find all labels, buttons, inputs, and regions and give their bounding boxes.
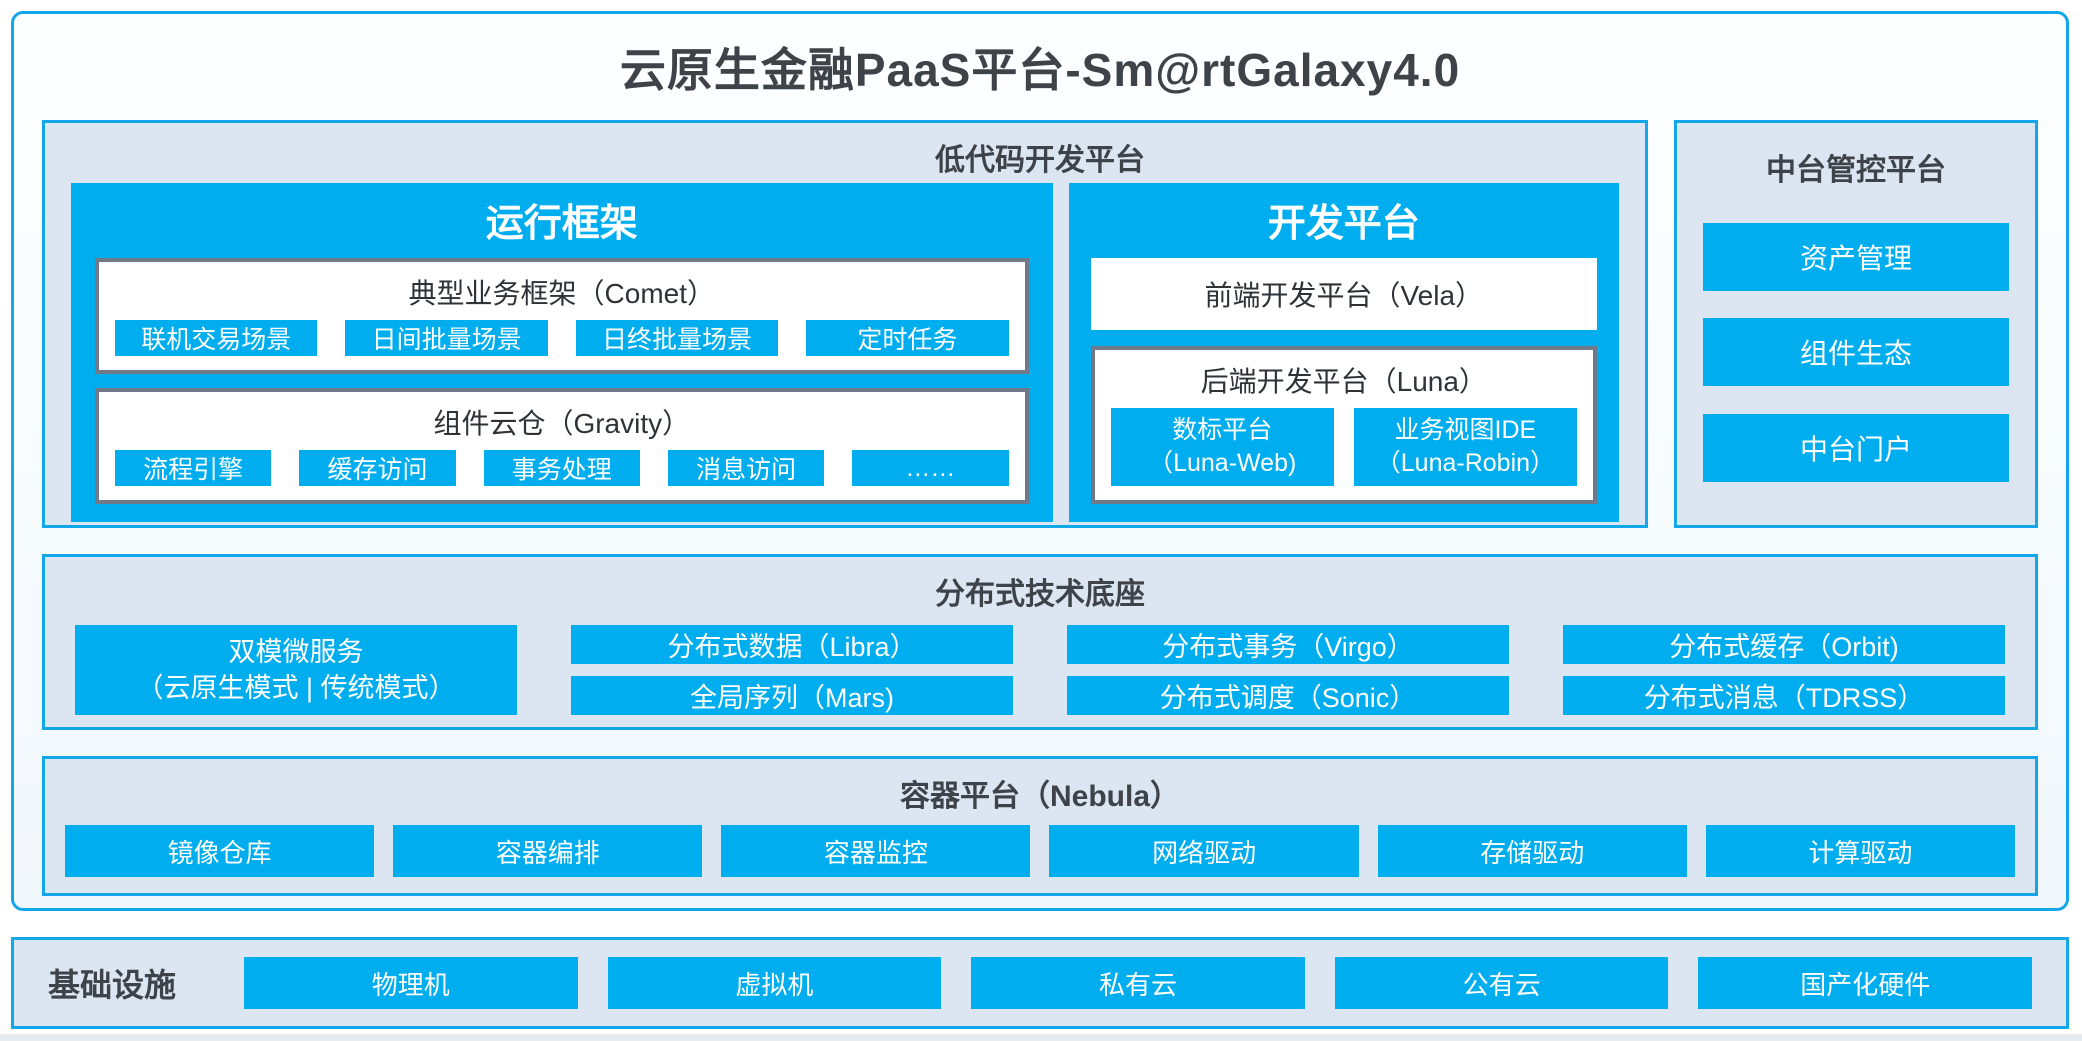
chip-network-driver: 网络驱动 [1049, 825, 1359, 877]
chip-container-orchestration: 容器编排 [393, 825, 703, 877]
low-code-platform-body: 运行框架 典型业务框架（Comet） 联机交易场景 日间批量场景 日终批量场景 … [45, 183, 1645, 544]
chip-container-monitoring: 容器监控 [721, 825, 1031, 877]
chip-luna-robin-business-view-ide: 业务视图IDE （Luna-Robin） [1353, 408, 1577, 486]
chip-virtual-machine: 虚拟机 [607, 957, 942, 1009]
luna-backend-platform-box: 后端开发平台（Luna） 数标平台 （Luna-Web) 业务视图IDE （Lu… [1090, 346, 1597, 504]
chip-compute-driver: 计算驱动 [1705, 825, 2015, 877]
comet-framework-title: 典型业务框架（Comet） [408, 278, 716, 309]
chip-storage-driver: 存储驱动 [1377, 825, 1687, 877]
top-row: 低代码开发平台 运行框架 典型业务框架（Comet） 联机交易场景 日间批量场景… [42, 120, 2038, 528]
gravity-component-warehouse-box: 组件云仓（Gravity） 流程引擎 缓存访问 事务处理 消息访问 …… [95, 388, 1029, 504]
chip-mid-platform-portal: 中台门户 [1703, 413, 2009, 482]
section-infrastructure: 基础设施 物理机 虚拟机 私有云 公有云 国产化硬件 [11, 937, 2069, 1029]
dev-platform-header: 开发平台 [1267, 203, 1420, 245]
platform-board: 云原生金融PaaS平台-Sm@rtGalaxy4.0 低代码开发平台 运行框架 … [11, 11, 2069, 911]
container-platform-row: 镜像仓库 容器编排 容器监控 网络驱动 存储驱动 计算驱动 [45, 815, 2035, 893]
section-mid-platform-control: 中台管控平台 资产管理 组件生态 中台门户 [1674, 120, 2038, 528]
gravity-warehouse-title: 组件云仓（Gravity） [433, 408, 691, 439]
dual-mode-modes: （云原生模式 | 传统模式） [136, 673, 456, 703]
chip-scheduled-task: 定时任务 [806, 320, 1009, 356]
chip-ellipsis-more: …… [852, 450, 1009, 486]
luna-backend-platform-title: 后端开发平台（Luna） [1200, 366, 1487, 397]
runtime-framework-block: 运行框架 典型业务框架（Comet） 联机交易场景 日间批量场景 日终批量场景 … [71, 183, 1053, 522]
infrastructure-label: 基础设施 [48, 967, 177, 1003]
page-title: 云原生金融PaaS平台-Sm@rtGalaxy4.0 [619, 44, 1461, 96]
runtime-framework-header: 运行框架 [485, 203, 638, 245]
chip-transaction-processing: 事务处理 [483, 450, 640, 486]
mid-platform-control-header: 中台管控平台 [1766, 154, 1946, 187]
chip-global-sequence-mars: 全局序列（Mars) [571, 676, 1013, 715]
luna-robin-code: （Luna-Robin） [1375, 449, 1556, 477]
luna-web-code: （Luna-Web) [1148, 449, 1297, 477]
chip-asset-management: 资产管理 [1703, 222, 2009, 291]
chip-message-access: 消息访问 [667, 450, 825, 486]
chip-distributed-message-tdrss: 分布式消息（TDRSS） [1563, 676, 2005, 715]
chip-distributed-cache-orbit: 分布式缓存（Orbit) [1563, 625, 2005, 664]
window-bottom-edge [0, 1034, 2082, 1041]
dual-mode-name: 双模微服务 [228, 636, 364, 667]
chip-private-cloud: 私有云 [971, 957, 1305, 1009]
chip-online-trading-scenario: 联机交易场景 [115, 320, 318, 356]
container-platform-header: 容器平台（Nebula） [899, 780, 1181, 813]
chip-dual-mode-microservice: 双模微服务 （云原生模式 | 传统模式） [75, 625, 517, 715]
comet-chip-row: 联机交易场景 日间批量场景 日终批量场景 定时任务 [115, 320, 1009, 356]
chip-distributed-transaction-virgo: 分布式事务（Virgo） [1067, 625, 1509, 664]
chip-cache-access: 缓存访问 [299, 450, 456, 486]
section-low-code-platform: 低代码开发平台 运行框架 典型业务框架（Comet） 联机交易场景 日间批量场景… [42, 120, 1648, 528]
chip-process-engine: 流程引擎 [115, 450, 272, 486]
section-distributed-tech-base: 分布式技术底座 双模微服务 （云原生模式 | 传统模式） 分布式数据（Libra… [42, 554, 2038, 730]
chip-luna-web-digital-platform: 数标平台 （Luna-Web) [1110, 408, 1334, 486]
vela-frontend-platform-box: 前端开发平台（Vela） [1090, 258, 1597, 330]
mid-platform-body: 资产管理 组件生态 中台门户 [1677, 189, 2035, 525]
infrastructure-row: 物理机 虚拟机 私有云 公有云 国产化硬件 [244, 957, 2032, 1009]
comet-framework-box: 典型业务框架（Comet） 联机交易场景 日间批量场景 日终批量场景 定时任务 [95, 258, 1029, 374]
gravity-chip-row: 流程引擎 缓存访问 事务处理 消息访问 …… [115, 450, 1009, 486]
chip-physical-machine: 物理机 [244, 957, 578, 1009]
chip-public-cloud: 公有云 [1334, 957, 1669, 1009]
distributed-grid: 双模微服务 （云原生模式 | 传统模式） 分布式数据（Libra） 分布式事务（… [45, 613, 2035, 733]
chip-daytime-batch-scenario: 日间批量场景 [345, 320, 548, 356]
dev-platform-block: 开发平台 前端开发平台（Vela） 后端开发平台（Luna） 数标平台 （Lun… [1068, 183, 1619, 522]
chip-domestic-hardware: 国产化硬件 [1698, 957, 2032, 1009]
luna-web-name: 数标平台 [1172, 416, 1273, 444]
chip-distributed-scheduling-sonic: 分布式调度（Sonic） [1067, 676, 1509, 715]
distributed-tech-base-header: 分布式技术底座 [935, 578, 1145, 611]
section-container-platform: 容器平台（Nebula） 镜像仓库 容器编排 容器监控 网络驱动 存储驱动 计算… [42, 756, 2038, 896]
chip-image-registry: 镜像仓库 [65, 825, 375, 877]
vela-frontend-platform-title: 前端开发平台（Vela） [1204, 280, 1484, 311]
chip-component-ecosystem: 组件生态 [1703, 318, 2009, 386]
chip-distributed-data-libra: 分布式数据（Libra） [571, 625, 1013, 664]
luna-chip-row: 数标平台 （Luna-Web) 业务视图IDE （Luna-Robin） [1110, 408, 1577, 486]
chip-end-of-day-batch-scenario: 日终批量场景 [575, 320, 779, 356]
luna-robin-name: 业务视图IDE [1394, 416, 1537, 444]
